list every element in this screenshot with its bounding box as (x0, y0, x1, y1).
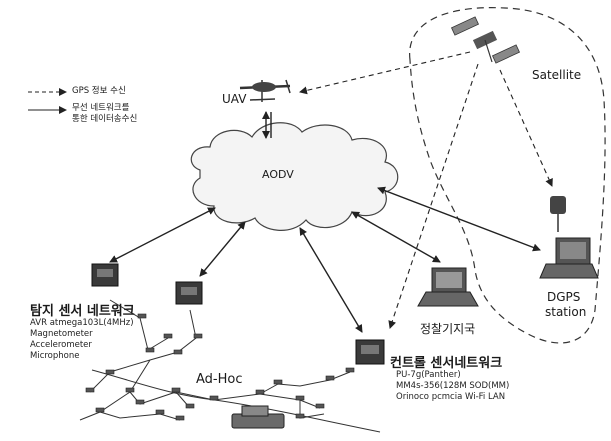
detection-spec: AVR atmega103L(4MHz) (30, 318, 134, 328)
control-spec: Orinoco pcmcia Wi-Fi LAN (396, 392, 506, 402)
adhoc-label: Ad-Hoc (196, 372, 243, 387)
aodv-label: AODV (262, 168, 294, 181)
legend (28, 88, 67, 114)
aodv-cloud (190, 122, 399, 231)
sensor-device-2 (175, 281, 203, 305)
wireless-links (109, 186, 541, 333)
legend-gps-label: GPS 정보 수신 (72, 86, 126, 96)
detection-network-specs: AVR atmega103L(4MHz) Magnetometer Accele… (30, 318, 134, 362)
uav-label: UAV (222, 92, 247, 106)
detection-network-title: 탐지 센서 네트워크 (30, 304, 135, 319)
sensor-device-control (355, 339, 385, 365)
gps-links (299, 51, 553, 329)
dgps-label: DGPS (547, 290, 581, 304)
satellite-icon (450, 16, 521, 64)
legend-wireless-label-2: 통한 데이터송수신 (72, 114, 138, 124)
control-spec: MM4s-356(128M SOD(MM) (396, 381, 510, 391)
ground-station-label: 정찰기지국 (420, 322, 476, 336)
control-network-title: 컨트롤 센서네트워크 (390, 356, 503, 371)
control-spec: PU-7g(Panther) (396, 370, 461, 380)
adhoc-nodes (85, 313, 355, 421)
satellite-coverage-boundary (409, 7, 606, 344)
detection-spec: Magnetometer (30, 329, 93, 339)
legend-wireless-label-1: 무선 네트워크를 (72, 103, 130, 113)
ground-station-laptop-icon (417, 267, 479, 307)
dgps-station-icon (539, 196, 599, 279)
control-network-specs: PU-7g(Panther) MM4s-356(128M SOD(MM) Ori… (396, 370, 509, 403)
uav-icon (239, 79, 291, 102)
detection-spec: Accelerometer (30, 340, 92, 350)
sensor-device-1 (91, 263, 119, 287)
detection-spec: Microphone (30, 351, 80, 361)
vehicle-icon (231, 405, 285, 429)
satellite-label: Satellite (532, 68, 582, 82)
dgps-station-label: station (545, 305, 587, 319)
